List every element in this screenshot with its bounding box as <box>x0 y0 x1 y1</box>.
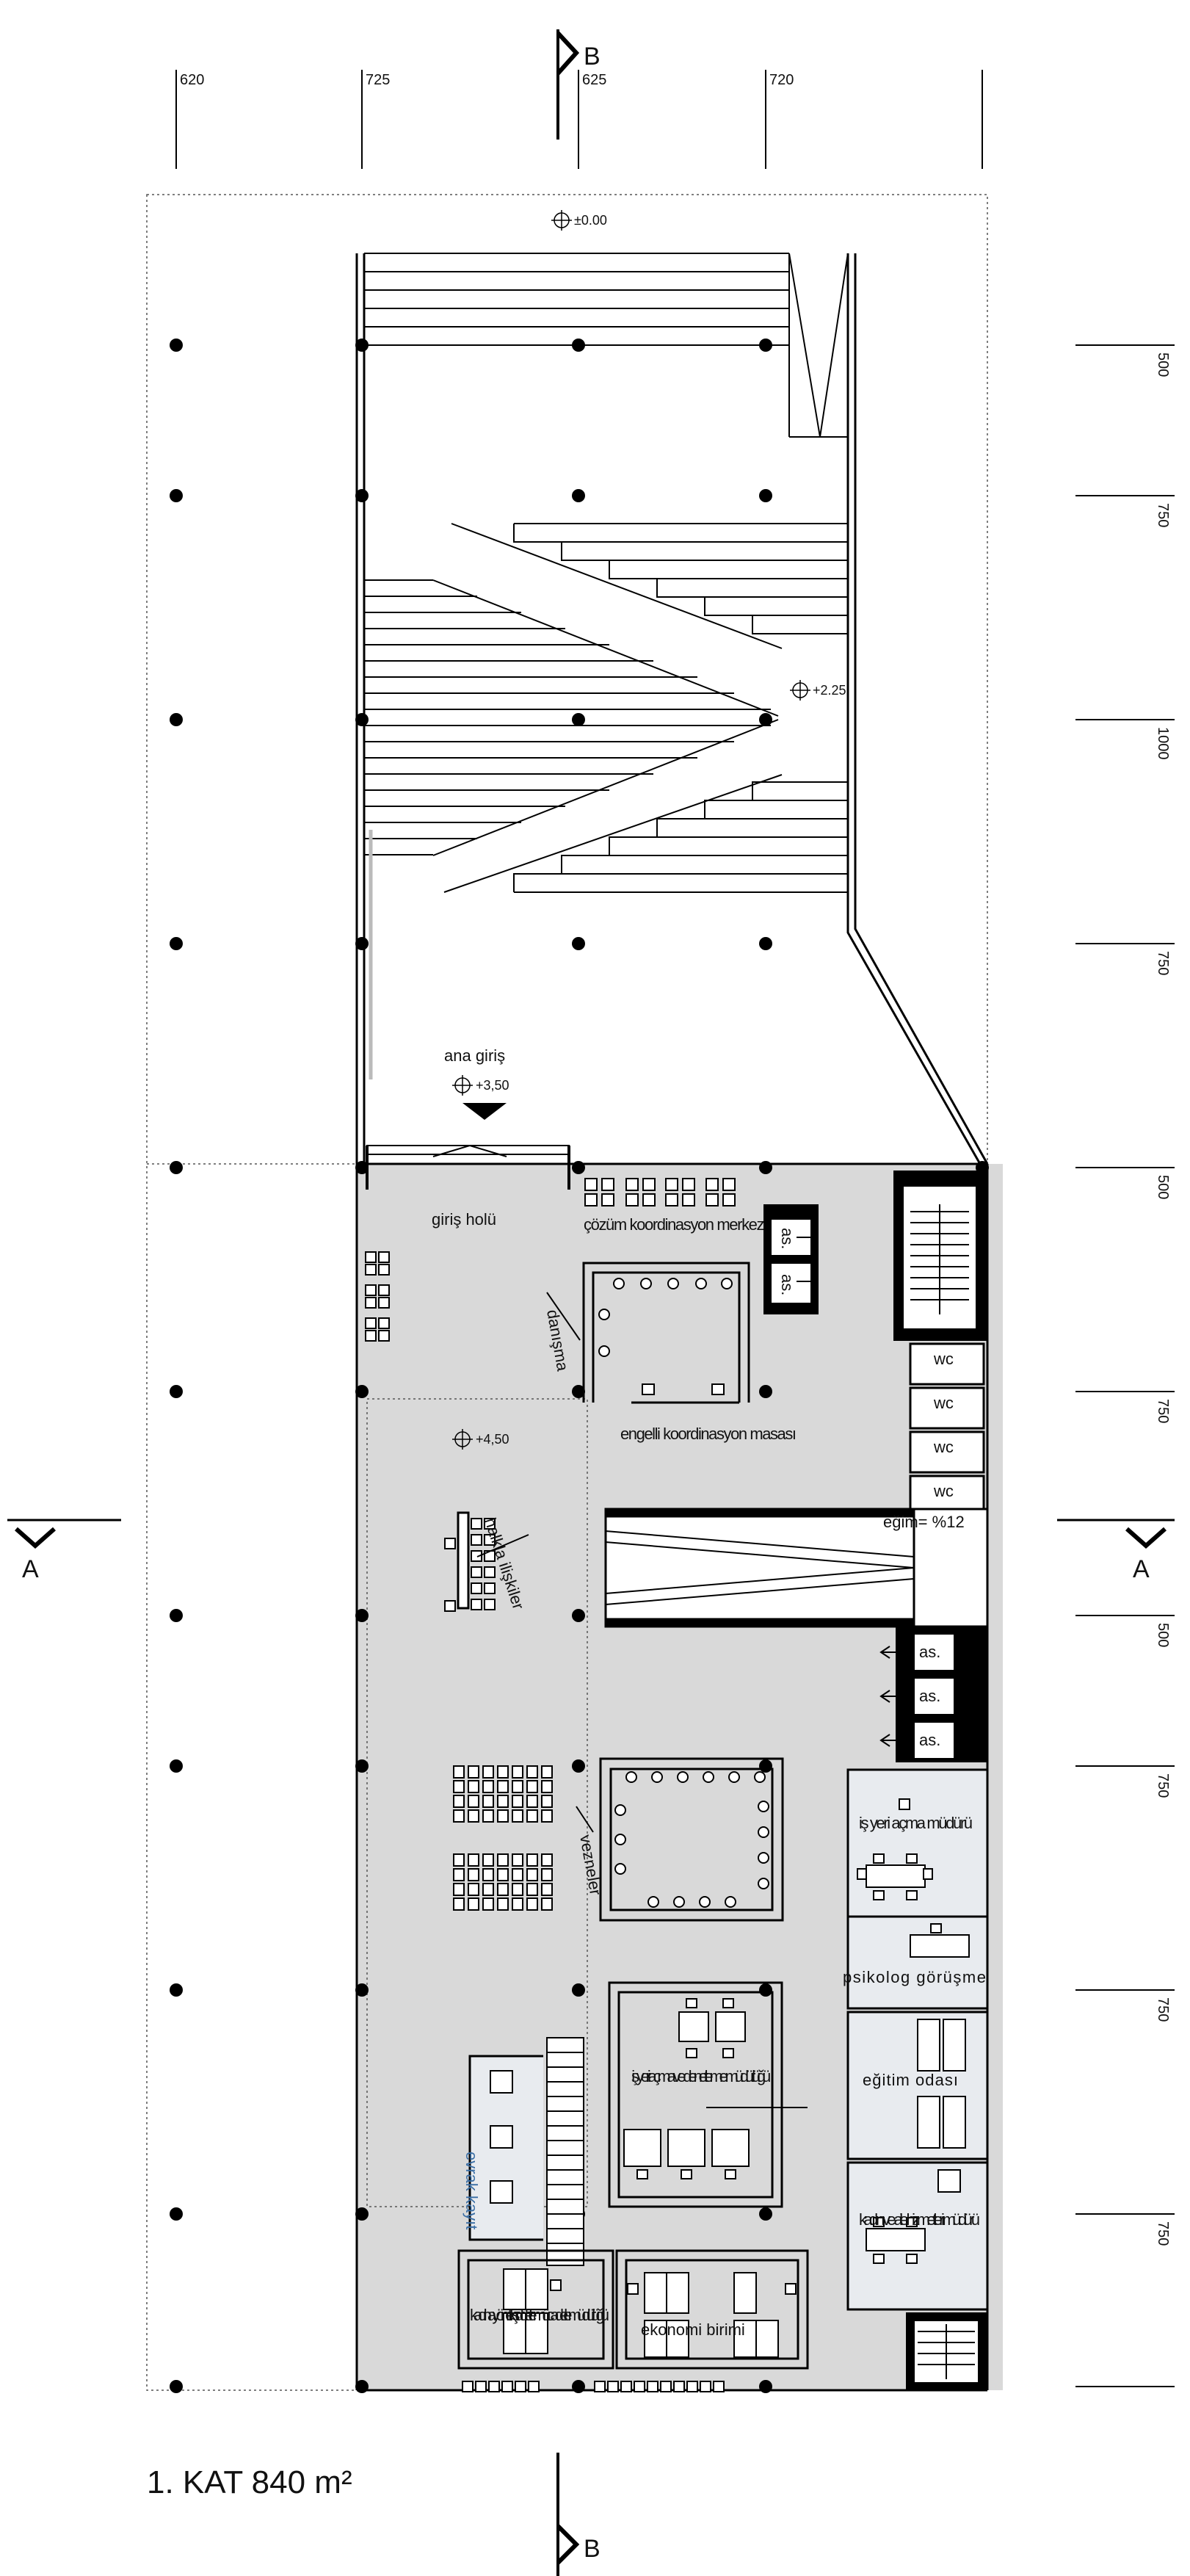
top-dimensions: 620 725 625 720 <box>180 72 794 88</box>
economy-unit-label: ekonomi birimi <box>641 2320 745 2339</box>
hall-seating <box>365 1251 390 1342</box>
wc-label-4: wc <box>933 1482 954 1500</box>
economy-desks <box>627 2272 797 2358</box>
top-dim-4: 720 <box>769 72 794 88</box>
level-ground-label: ±0.00 <box>574 213 607 228</box>
public-relations-desk <box>444 1511 496 1612</box>
business-license-director-label: iş yeri açma müdürü <box>859 1814 973 1832</box>
disabled-coordination-label: engelli koordinasyon masası <box>620 1425 797 1443</box>
women-violence-office <box>457 2249 614 2370</box>
level-marker-ground <box>551 210 572 231</box>
entrance-arrow-icon <box>462 1103 507 1120</box>
left-terraced-seating <box>364 579 779 856</box>
tellers-leader-line <box>576 1806 594 1833</box>
women-family-services-label: kadın ve aile hizmetleri müdürü <box>859 2210 980 2229</box>
level-entry-label: +3,50 <box>476 1078 509 1093</box>
teller-waiting-seats <box>453 1765 553 1911</box>
level-marker-mid <box>790 680 810 701</box>
drawing-title: 1. KAT 840 m² <box>147 2464 352 2500</box>
info-leader-line <box>546 1292 581 1341</box>
level-marker-entry <box>452 1075 473 1096</box>
ramp-slope-label: eğim= %12 <box>883 1513 965 1531</box>
section-marker-a-right: A <box>1057 1519 1175 1583</box>
solution-center-desk <box>582 1262 750 1404</box>
entrance-doors <box>366 1144 570 1190</box>
level-marker-floor <box>452 1429 473 1450</box>
right-dim-10: 750 <box>1155 2221 1171 2246</box>
right-dim-3: 1000 <box>1155 727 1171 760</box>
section-a-label-right: A <box>1133 1555 1150 1583</box>
section-marker-a-left: A <box>7 1519 121 1583</box>
top-dim-3: 625 <box>582 72 606 88</box>
elevator-label-top-2: as. <box>778 1274 797 1295</box>
records-label: evrak kayıt <box>462 2152 481 2229</box>
section-a-label-left: A <box>22 1555 39 1583</box>
right-dim-1: 500 <box>1155 352 1171 377</box>
elevator-label-top-1: as. <box>778 1228 797 1249</box>
elevator-label-mid-2: as. <box>919 1687 940 1705</box>
entrance-hall-label: giriş holü <box>432 1210 496 1229</box>
right-dim-5: 500 <box>1155 1175 1171 1199</box>
teller-seats <box>614 1771 769 1908</box>
top-dimension-lines <box>175 70 983 169</box>
level-floor-label: +4,50 <box>476 1432 509 1447</box>
right-dimensions: 500 750 1000 750 500 750 500 750 750 750 <box>1155 352 1171 2246</box>
right-terraced-seating <box>443 523 848 893</box>
internal-stairs <box>546 2037 584 2266</box>
right-dimension-lines <box>1075 344 1175 2387</box>
wc-label-3: wc <box>933 1438 954 1456</box>
section-b-label-top: B <box>584 43 601 70</box>
top-steps <box>364 253 849 438</box>
elevator-block-middle <box>879 1627 987 1762</box>
section-marker-b-top: B <box>556 29 601 140</box>
waiting-chairs-top <box>584 1178 736 1206</box>
level-mid-label: +2.25 <box>813 683 846 698</box>
right-dim-4: 750 <box>1155 951 1171 975</box>
solution-center-label: çözüm koordinasyon merkezi <box>584 1215 767 1234</box>
women-violence-desks <box>503 2268 562 2354</box>
training-room-label: eğitim odası <box>863 2071 958 2089</box>
waiting-chairs-bottom <box>462 2381 725 2392</box>
tellers-desk <box>599 1757 784 1922</box>
ramp <box>604 1508 989 1628</box>
economy-office <box>615 2249 809 2370</box>
records-office <box>468 2055 543 2241</box>
right-dim-7: 500 <box>1155 1623 1171 1647</box>
elevator-block <box>763 1204 819 1314</box>
wc-label-1: wc <box>933 1350 954 1368</box>
top-dim-2: 725 <box>366 72 390 88</box>
wc-label-2: wc <box>933 1394 954 1412</box>
stair-core-bottom <box>906 2312 987 2391</box>
section-b-label-bottom: B <box>584 2535 601 2563</box>
women-violence-label: kadına yönelik şiddetle mücadele müdürlü… <box>470 2306 609 2324</box>
right-office-furniture <box>857 1798 970 2264</box>
elevator-label-mid-3: as. <box>919 1731 940 1749</box>
section-marker-b-bottom: B <box>556 2453 601 2576</box>
solution-center-seats <box>598 1278 733 1395</box>
stair-core-top <box>893 1171 987 1341</box>
psychologist-label: psikolog görüşme <box>843 1968 986 1986</box>
elevator-label-mid-1: as. <box>919 1643 940 1661</box>
pr-leader-line <box>476 1534 529 1557</box>
license-inspection-office <box>608 1981 783 2208</box>
license-inspection-label: iş yeri açma ve denetleme müdürlüğü <box>631 2067 771 2085</box>
right-dim-9: 750 <box>1155 1997 1171 2022</box>
right-dim-6: 750 <box>1155 1399 1171 1423</box>
main-entrance-label: ana giriş <box>444 1046 505 1065</box>
top-dim-1: 620 <box>180 72 204 88</box>
right-dim-2: 750 <box>1155 503 1171 527</box>
right-dim-8: 750 <box>1155 1773 1171 1798</box>
license-inspection-desks <box>623 1998 750 2179</box>
